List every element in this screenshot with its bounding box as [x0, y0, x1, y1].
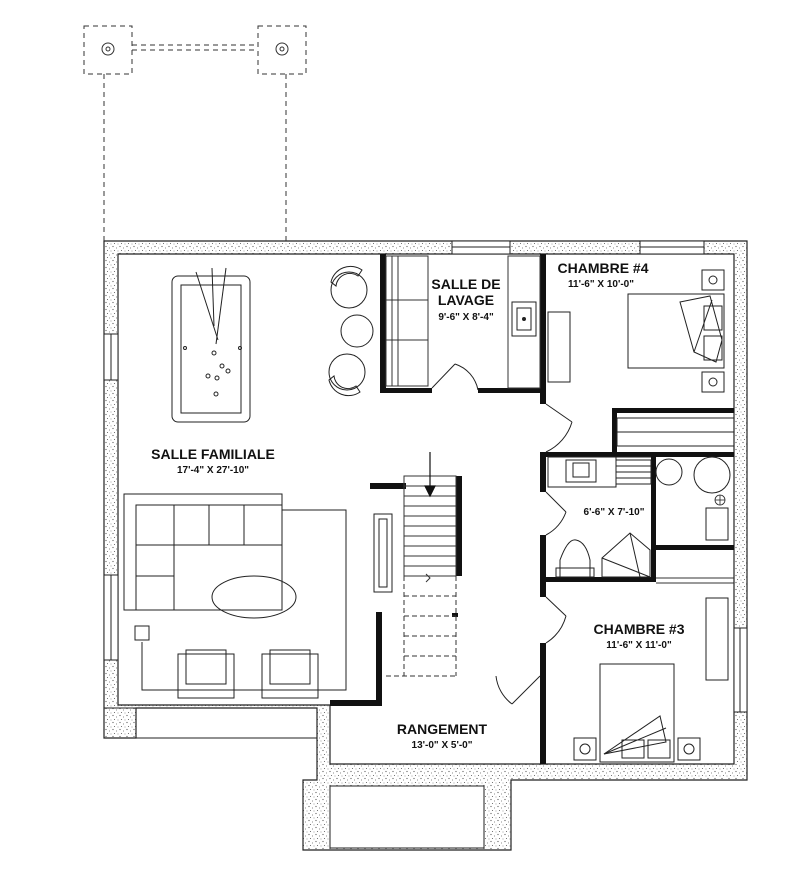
- side-table-icon: [134, 625, 150, 641]
- bathroom-hatch: [656, 577, 734, 584]
- washer-dryer-icon: [655, 456, 731, 494]
- room-dimensions: 6'-6" X 7'-10": [584, 507, 645, 518]
- room-label-bedroom4: CHAMBRE #4 11'-6" X 10'-0": [557, 260, 648, 290]
- bar-stool-icon: [328, 265, 374, 397]
- interior-walls: [330, 254, 734, 764]
- vanity-sink-icon: [547, 456, 652, 488]
- deck-outline: [83, 25, 307, 241]
- water-heater-icon: [705, 507, 729, 541]
- toilet-icon: [555, 539, 595, 578]
- laundry-cabinet: [385, 255, 541, 389]
- closet-shelf: [547, 311, 571, 383]
- closet-rod: [616, 417, 735, 447]
- room-name: SALLE FAMILIALE: [151, 446, 275, 462]
- floor-drain-icon: [714, 494, 726, 506]
- room-name: RANGEMENT: [397, 721, 488, 737]
- room-name: LAVAGE: [438, 292, 494, 308]
- room-dimensions: 13'-0" X 5'-0": [412, 740, 473, 751]
- pool-table-icon: [171, 267, 251, 423]
- tv-console-icon: [373, 513, 393, 593]
- laundry-sink-icon: [511, 301, 537, 337]
- room-name: SALLE DE: [431, 276, 500, 292]
- room-dimensions: 17'-4" X 27'-10": [177, 465, 249, 476]
- room-label-bedroom3: CHAMBRE #3 11'-6" X 11'-0": [593, 621, 684, 651]
- stair-direction-arrow-icon: [424, 452, 436, 498]
- room-label-bathroom: 6'-6" X 7'-10": [584, 507, 645, 518]
- closet-shelf: [705, 597, 729, 681]
- room-dimensions: 9'-6" X 8'-4": [438, 312, 494, 323]
- rug-outline: [141, 509, 347, 691]
- room-name: CHAMBRE #4: [557, 260, 648, 276]
- nightstand-icon: [573, 737, 701, 761]
- bed-icon: [627, 293, 725, 369]
- room-dimensions: 11'-6" X 11'-0": [606, 640, 672, 651]
- room-label-family: SALLE FAMILIALE 17'-4" X 27'-10": [151, 446, 275, 476]
- nightstand-icon: [701, 269, 725, 393]
- room-dimensions: 11'-6" X 10'-0": [568, 279, 634, 290]
- armchair-icon: [177, 649, 319, 699]
- coffee-table-icon: [211, 575, 297, 619]
- doors: [431, 363, 573, 705]
- windows: [103, 240, 748, 713]
- sectional-sofa-icon: [123, 493, 283, 611]
- bed-icon: [599, 663, 675, 763]
- post-icon: [101, 42, 289, 56]
- staircase: [386, 475, 457, 677]
- shower-icon: [601, 532, 651, 578]
- room-label-storage: RANGEMENT 13'-0" X 5'-0": [397, 721, 488, 751]
- room-name: CHAMBRE #3: [593, 621, 684, 637]
- room-label-laundry: SALLE DE LAVAGE 9'-6" X 8'-4": [431, 276, 500, 323]
- foundation-wall: [103, 240, 748, 851]
